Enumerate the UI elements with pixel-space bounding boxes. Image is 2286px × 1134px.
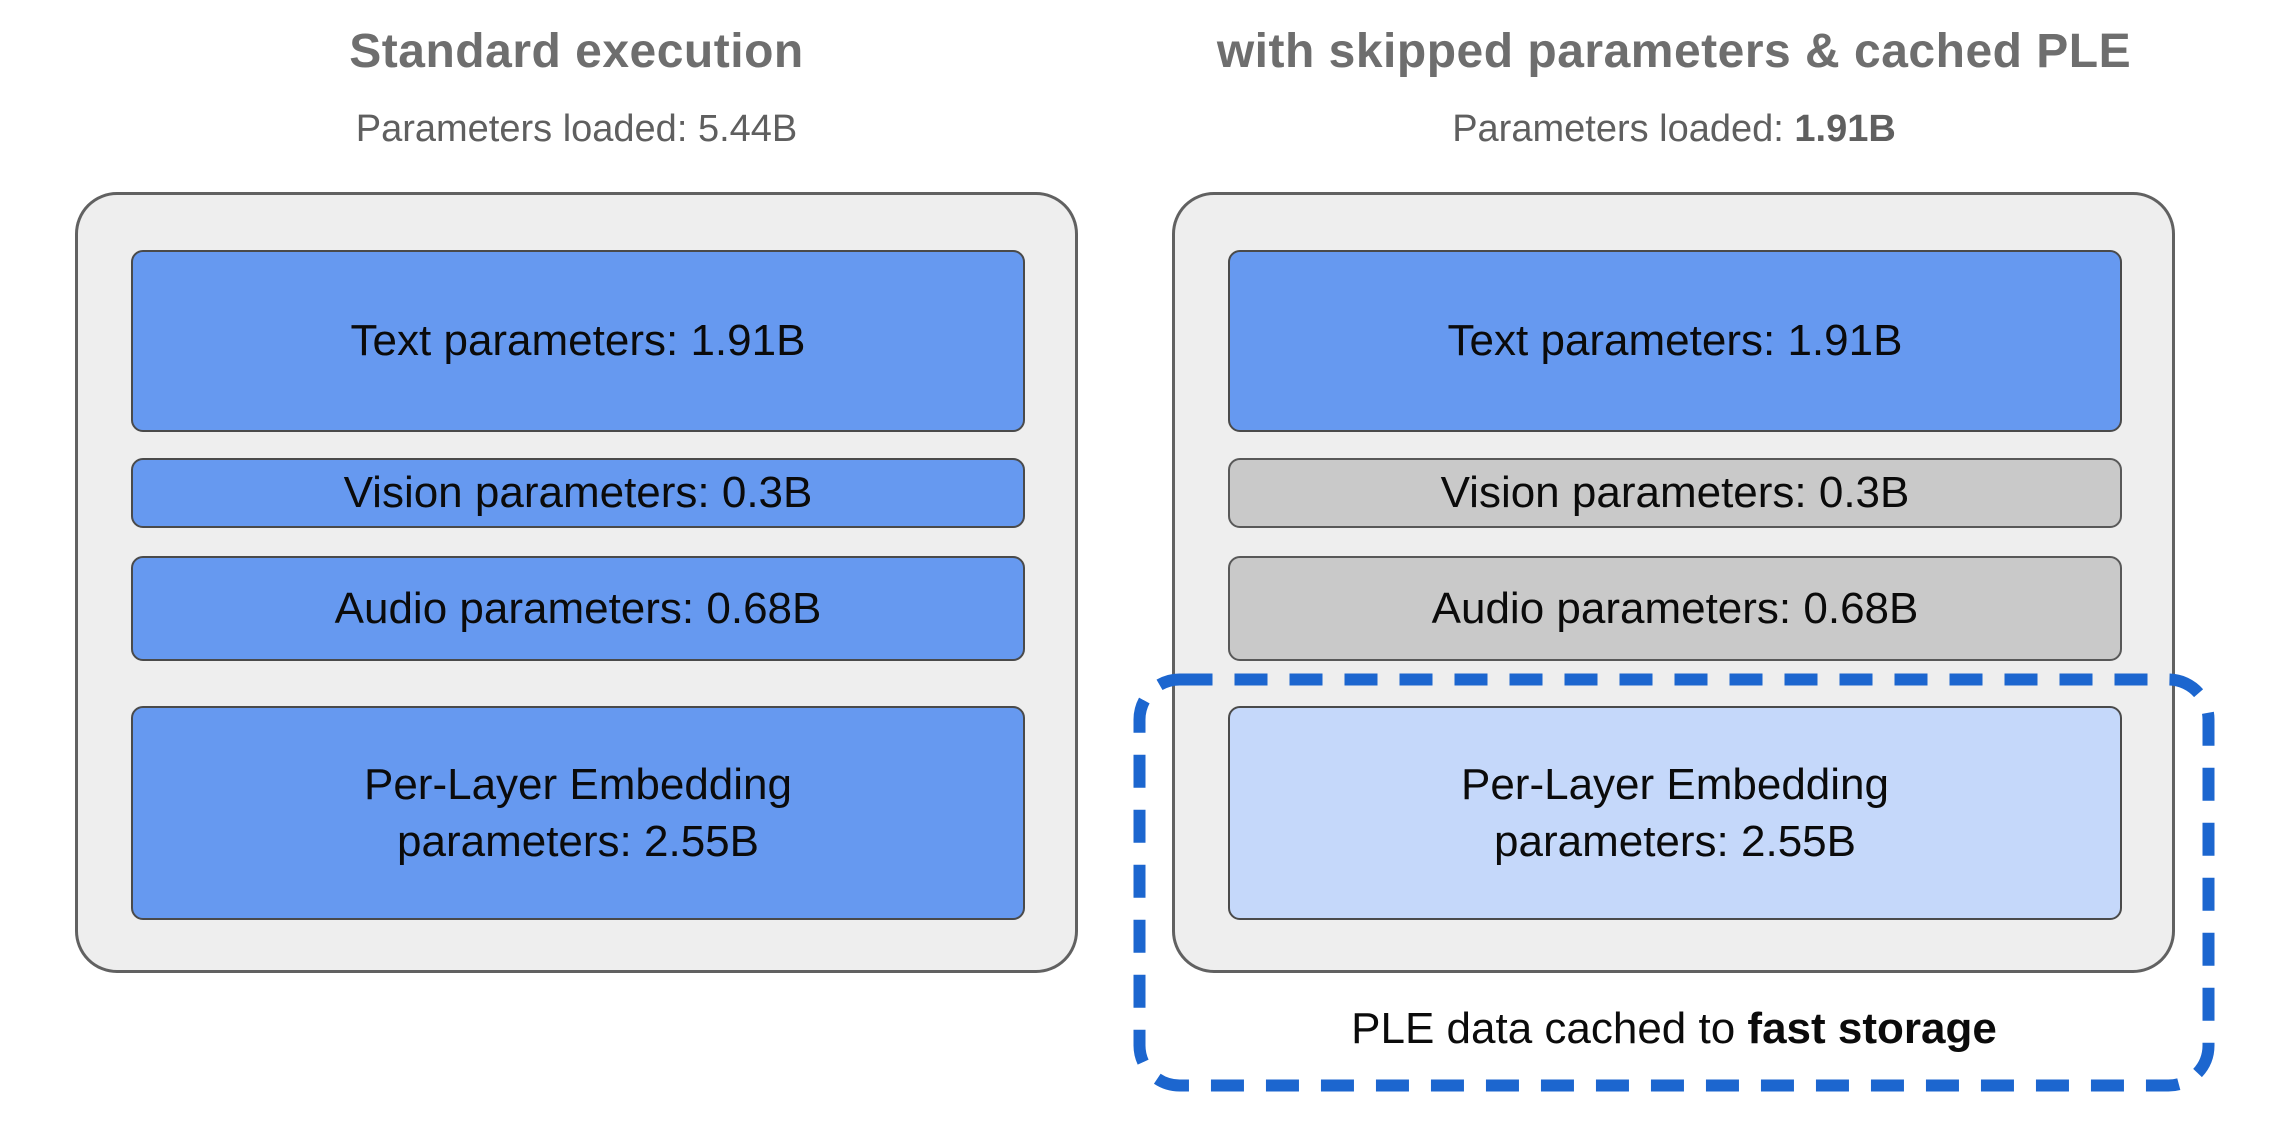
subtitle-value: 5.44B [697, 108, 798, 150]
cached-ple-params-box: Per-Layer Embedding parameters: 2.55B [1228, 706, 2122, 920]
box-label-line1: Per-Layer Embedding [1460, 759, 1889, 809]
box-label: Text parameters: 1.91B [350, 316, 806, 365]
subtitle-prefix: Parameters loaded: [355, 108, 698, 150]
standard-params-loaded-subtitle: Parameters loaded: 5.44B [75, 108, 1078, 151]
standard-vision-params-box: Vision parameters: 0.3B [131, 458, 1025, 528]
standard-ple-params-box: Per-Layer Embedding parameters: 2.55B [131, 706, 1025, 920]
skipped-cached-execution-title: with skipped parameters & cached PLE [1216, 25, 2132, 78]
box-label-line2: parameters: 2.55B [397, 817, 759, 866]
skipped-text-params-box: Text parameters: 1.91B [1228, 250, 2122, 432]
standard-model-container: Text parameters: 1.91B Vision parameters… [75, 192, 1078, 973]
box-label-line2: parameters: 2.55B [1494, 817, 1856, 866]
skipped-params-loaded-subtitle: Parameters loaded: 1.91B [1133, 108, 2215, 151]
skipped-model-container: Text parameters: 1.91B Vision parameters… [1172, 192, 2175, 973]
standard-text-params-box: Text parameters: 1.91B [131, 250, 1025, 432]
caption-bold-text: fast storage [1747, 1004, 1997, 1053]
caption-prefix: PLE data cached to [1351, 1004, 1748, 1053]
box-label: Vision parameters: 0.3B [343, 468, 813, 517]
skipped-audio-params-box: Audio parameters: 0.68B [1228, 556, 2122, 661]
box-label: Vision parameters: 0.3B [1440, 468, 1910, 517]
standard-execution-title: Standard execution [349, 25, 804, 78]
ple-cache-dashed-outline [1133, 673, 2215, 1092]
standard-audio-params-box: Audio parameters: 0.68B [131, 556, 1025, 661]
ple-cache-caption: PLE data cached to fast storage [1133, 1004, 2215, 1054]
subtitle-value: 1.91B [1794, 108, 1896, 150]
box-label-line1: Per-Layer Embedding [363, 759, 792, 809]
skipped-vision-params-box: Vision parameters: 0.3B [1228, 458, 2122, 528]
box-label: Audio parameters: 0.68B [1431, 583, 1919, 633]
box-label: Audio parameters: 0.68B [334, 583, 822, 633]
box-label: Text parameters: 1.91B [1447, 316, 1903, 365]
subtitle-prefix: Parameters loaded: [1452, 108, 1795, 150]
